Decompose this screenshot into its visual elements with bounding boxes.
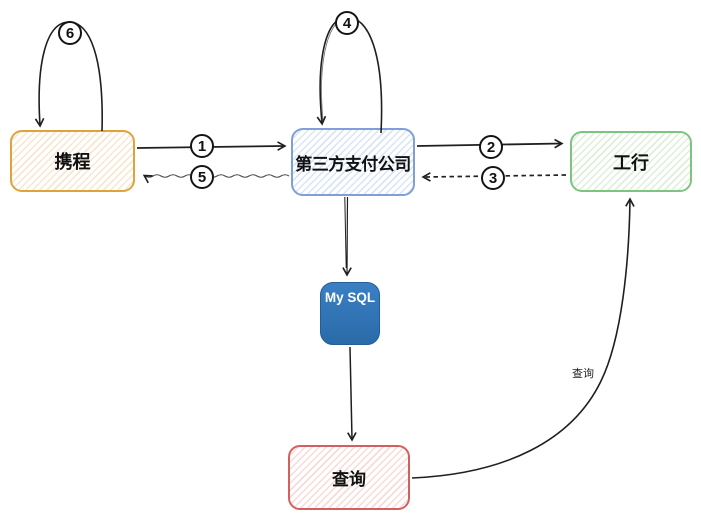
edge-3-circled-number: 3 <box>481 166 505 190</box>
edge-5-circled-number: 5 <box>190 165 214 189</box>
node-query-label: 查询 <box>332 470 366 489</box>
node-third-party-payment: 第三方支付公司 <box>291 128 415 196</box>
edge-1-circled-number: 1 <box>190 134 214 158</box>
edge-6-circled-number: 6 <box>58 21 82 45</box>
node-ctrip-label: 携程 <box>54 152 91 172</box>
edge-mysql-to-query <box>347 346 357 442</box>
edge-2-circled-number: 2 <box>479 135 503 159</box>
node-icbc: 工行 <box>570 131 692 192</box>
node-mysql-label: My SQL <box>324 290 376 305</box>
edge-query-to-icbc <box>411 197 635 479</box>
edge-third-party-to-mysql-sketch-stroke <box>344 196 347 269</box>
node-query: 查询 <box>288 445 410 510</box>
node-mysql: My SQL <box>320 282 380 345</box>
edge-third-party-to-mysql <box>342 196 352 277</box>
node-ctrip: 携程 <box>10 130 135 192</box>
edge-query-to-icbc-label: 查询 <box>572 368 594 380</box>
edge-5-arrow <box>142 174 290 184</box>
edge-4-self-loop <box>316 16 383 134</box>
node-icbc-label: 工行 <box>613 152 649 173</box>
node-third-party-payment-label: 第三方支付公司 <box>295 154 411 174</box>
edge-4-circled-number: 4 <box>335 11 359 35</box>
